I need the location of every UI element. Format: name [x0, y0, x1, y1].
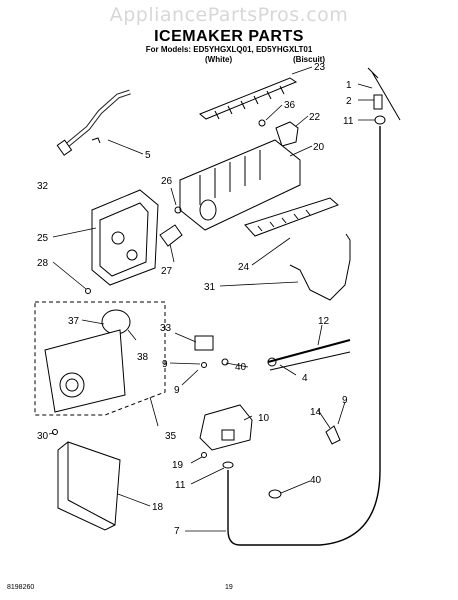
insulation-part [57, 441, 121, 531]
tube-sleeve-part [269, 351, 351, 371]
callout-2: 2 [346, 96, 352, 107]
motor-part [101, 309, 131, 335]
screw-28-part [85, 288, 91, 294]
leader-lines [48, 66, 375, 532]
module-group-outline [34, 301, 166, 416]
callout-7: 7 [174, 526, 180, 537]
diagram-title: ICEMAKER PARTS [154, 28, 304, 45]
callout-32: 32 [37, 181, 49, 192]
callout-25: 25 [37, 233, 49, 244]
screw-30-part [52, 429, 58, 435]
module-face-part [44, 329, 126, 413]
callout-37: 37 [68, 316, 80, 327]
callout-19: 19 [172, 460, 184, 471]
callout-38: 38 [137, 352, 149, 363]
connector-part [194, 335, 214, 351]
supply-line-part [227, 126, 381, 546]
nut-40c-part [268, 489, 282, 499]
callout-1: 1 [346, 80, 352, 91]
callout-40a: 40 [235, 362, 247, 373]
nut-40-part [221, 358, 229, 366]
callout-5: 5 [145, 150, 151, 161]
callout-30: 30 [37, 431, 49, 442]
part-26 [174, 206, 182, 214]
variant-labels: (White) (Biscuit) [205, 55, 325, 64]
watermark: AppliancePartsPros.com [109, 4, 349, 26]
insulation-edge [67, 442, 116, 526]
callout-28: 28 [37, 258, 49, 269]
callout-20: 20 [313, 142, 325, 153]
callout-11b: 11 [175, 480, 186, 491]
variant-biscuit: (Biscuit) [293, 55, 325, 64]
document-number: 8198260 [7, 584, 35, 591]
variant-white: (White) [205, 55, 233, 64]
nut-11-part [374, 115, 386, 125]
callout-31: 31 [204, 282, 216, 293]
ice-mold-part [179, 139, 301, 231]
callout-14: 14 [310, 407, 322, 418]
screw-9-part [201, 362, 207, 368]
nut-11b-part [222, 461, 234, 469]
nut-40b-part [267, 357, 277, 367]
callout-9c: 9 [342, 395, 348, 406]
fitting-2-part [373, 94, 383, 110]
callout-35: 35 [165, 431, 177, 442]
callout-36: 36 [284, 100, 296, 111]
callout-11a: 11 [343, 116, 354, 127]
callout-10: 10 [258, 413, 270, 424]
water-valve-part [199, 404, 253, 451]
models-line: For Models: ED5YHGXLQ01, ED5YHGXLT01 [145, 45, 313, 54]
callout-40b: 40 [310, 475, 322, 486]
fill-cup-part [275, 121, 299, 147]
ice-guide-part [244, 197, 339, 237]
callout-12: 12 [318, 316, 330, 327]
screw-36-part [258, 119, 266, 127]
callout-27: 27 [161, 266, 173, 277]
callout-26: 26 [161, 176, 173, 187]
ejector-part [199, 77, 298, 120]
callout-18: 18 [152, 502, 164, 513]
callout-23: 23 [314, 62, 326, 73]
callout-22: 22 [309, 112, 321, 123]
water-tube-part [267, 339, 351, 363]
wire-harness-part [56, 89, 131, 156]
fill-tube-part [367, 67, 401, 121]
callout-24: 24 [238, 262, 250, 273]
callout-labels: 1 2 4 5 7 9 9 9 10 11 11 12 14 18 19 20 … [37, 62, 354, 537]
part-27 [159, 224, 183, 247]
page-number: 19 [225, 584, 233, 591]
callout-9a: 9 [162, 359, 168, 370]
motor-housing-part [91, 189, 159, 286]
bail-wire-part [289, 233, 351, 301]
callout-9b: 9 [174, 385, 180, 396]
screw-19-part [201, 452, 207, 458]
clamp-part [325, 425, 341, 445]
callout-4: 4 [302, 373, 308, 384]
callout-33: 33 [160, 323, 172, 334]
